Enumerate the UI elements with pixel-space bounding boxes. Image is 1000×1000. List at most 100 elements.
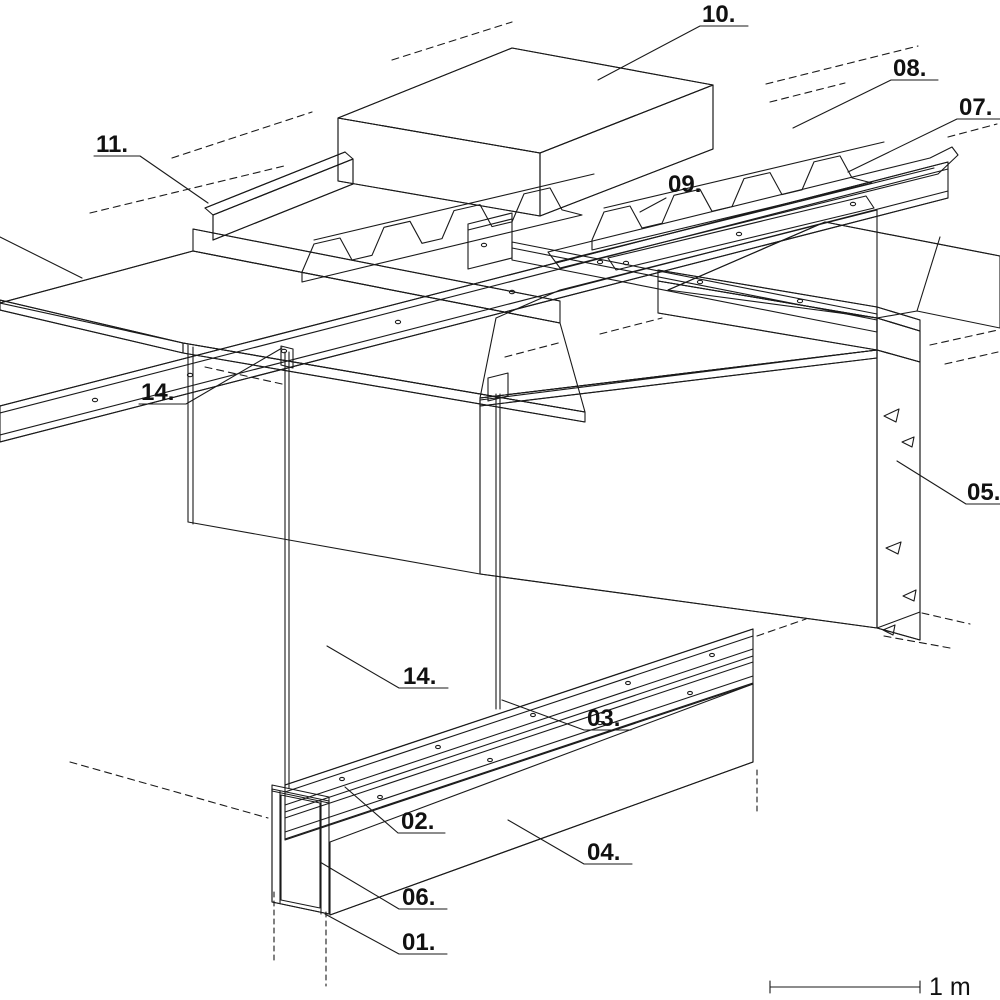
callout-labels: 10. 08. 07. 09. 11. 05. 14. 14. 03. 02. …: [96, 1, 1000, 956]
scale-bar: 1 m: [769, 973, 971, 1000]
leader-14a: [138, 347, 283, 405]
section-thick-edges: [271, 788, 330, 915]
callout-leaders: [0, 25, 1000, 955]
bolt-head: [480, 242, 488, 248]
leader-10: [597, 25, 749, 81]
bolt-head: [280, 348, 288, 354]
dash-line: [69, 761, 269, 819]
left-walkway-grating: [0, 250, 586, 423]
callout-06: 06.: [402, 884, 435, 911]
scale-bar-label: 1 m: [929, 973, 971, 1000]
glass-bottom-edge: [187, 521, 481, 575]
section-core-insulation: [280, 794, 321, 909]
aggregate-triangle: [885, 541, 902, 555]
leader-01: [324, 913, 448, 955]
fin-fixing-plate: [280, 345, 294, 369]
leader-14b: [326, 645, 449, 689]
dash-line: [944, 351, 999, 365]
coping-flashing: [547, 146, 959, 271]
callout-02: 02.: [401, 808, 434, 835]
far-grating-end-edge: [916, 236, 941, 312]
bolt-head: [597, 720, 603, 726]
bolt-head: [849, 201, 857, 207]
aggregate-triangle: [901, 436, 915, 448]
left-grating-bottom-edge: [0, 309, 586, 423]
dash-line: [947, 123, 998, 138]
leader-03: [501, 699, 632, 731]
rail-top-edge: [284, 628, 754, 786]
panel-core-section: [271, 784, 330, 915]
scale-bar-line: [769, 980, 921, 994]
wall-cap-top: [657, 269, 921, 332]
wall-return-face: [876, 349, 921, 641]
ledge-edges: [212, 158, 354, 241]
flashing-insulation-strip: [607, 195, 875, 271]
bracket-fold-line: [467, 218, 513, 231]
wall-cap-insulation-front: [657, 280, 878, 351]
insulation-strip-edges: [192, 228, 561, 324]
bolt-head: [625, 680, 631, 686]
leader-07: [847, 118, 1000, 173]
deck-profile-left: [301, 187, 583, 283]
far-grating-mesh: [667, 221, 1000, 329]
leader-09: [639, 197, 667, 213]
callout-10: 10.: [702, 1, 735, 28]
construction-dashed-lines: [69, 21, 999, 987]
facade-rail: [284, 628, 754, 841]
bolt-head: [487, 757, 493, 763]
bolt-head: [339, 776, 345, 782]
rail-bolts: [339, 652, 715, 800]
block-left-face: [337, 117, 541, 217]
callout-03: 03.: [587, 705, 620, 732]
wall-front-face: [479, 349, 878, 629]
channel-fold-lines: [0, 168, 949, 436]
dash-line: [756, 618, 807, 637]
perimeter-insulation-strip: [192, 228, 561, 324]
channel-top-edge: [0, 161, 949, 407]
callout-09: 09.: [668, 171, 701, 198]
rail-fold-lines: [284, 635, 754, 806]
fin-fixing-plate: [487, 372, 509, 402]
dash-line: [204, 366, 283, 385]
ledge-insulation-face: [212, 158, 354, 241]
aggregate-triangle: [902, 589, 917, 602]
bolt-head: [530, 712, 536, 718]
bolt-head: [596, 259, 604, 265]
concrete-wall: [479, 269, 921, 641]
leader-05: [896, 460, 1000, 505]
bolt-head: [687, 690, 693, 696]
rail-lower-fold-lines: [284, 661, 754, 833]
roof-insulation-block: [337, 47, 714, 217]
far-grating-back-edge: [667, 221, 1000, 291]
left-grating-skirt: [182, 342, 586, 423]
callout-08: 08.: [893, 55, 926, 82]
right-grating-bottom-edge: [479, 357, 878, 407]
dash-line: [171, 111, 313, 159]
glazing-fins: [187, 344, 509, 789]
block-back-edges: [337, 47, 714, 150]
dash-line: [929, 329, 999, 346]
callout-14b: 14.: [403, 663, 436, 690]
corrugated-deck: [301, 141, 885, 283]
left-grating-back-edge: [0, 250, 194, 304]
left-grating-skirt: [0, 299, 184, 354]
bolt-head: [709, 652, 715, 658]
lower-wall-panel: [329, 683, 754, 916]
channel-bracket: [467, 212, 513, 270]
rail-bottom-edge: [284, 682, 754, 840]
deck-ridge-lines: [313, 141, 885, 241]
block-front-edges: [337, 84, 714, 217]
leader-08: [792, 79, 939, 129]
callout-01: 01.: [402, 929, 435, 956]
aggregate-triangle: [882, 624, 896, 636]
dash-line: [765, 45, 919, 85]
section-skin-lines: [279, 790, 322, 915]
bolt-head: [796, 298, 804, 304]
dash-line: [883, 635, 951, 649]
block-top-face: [337, 47, 714, 154]
leader-02: [344, 786, 446, 834]
bolt-head: [622, 260, 630, 266]
dash-line: [769, 82, 846, 103]
bolt-head: [435, 744, 441, 750]
